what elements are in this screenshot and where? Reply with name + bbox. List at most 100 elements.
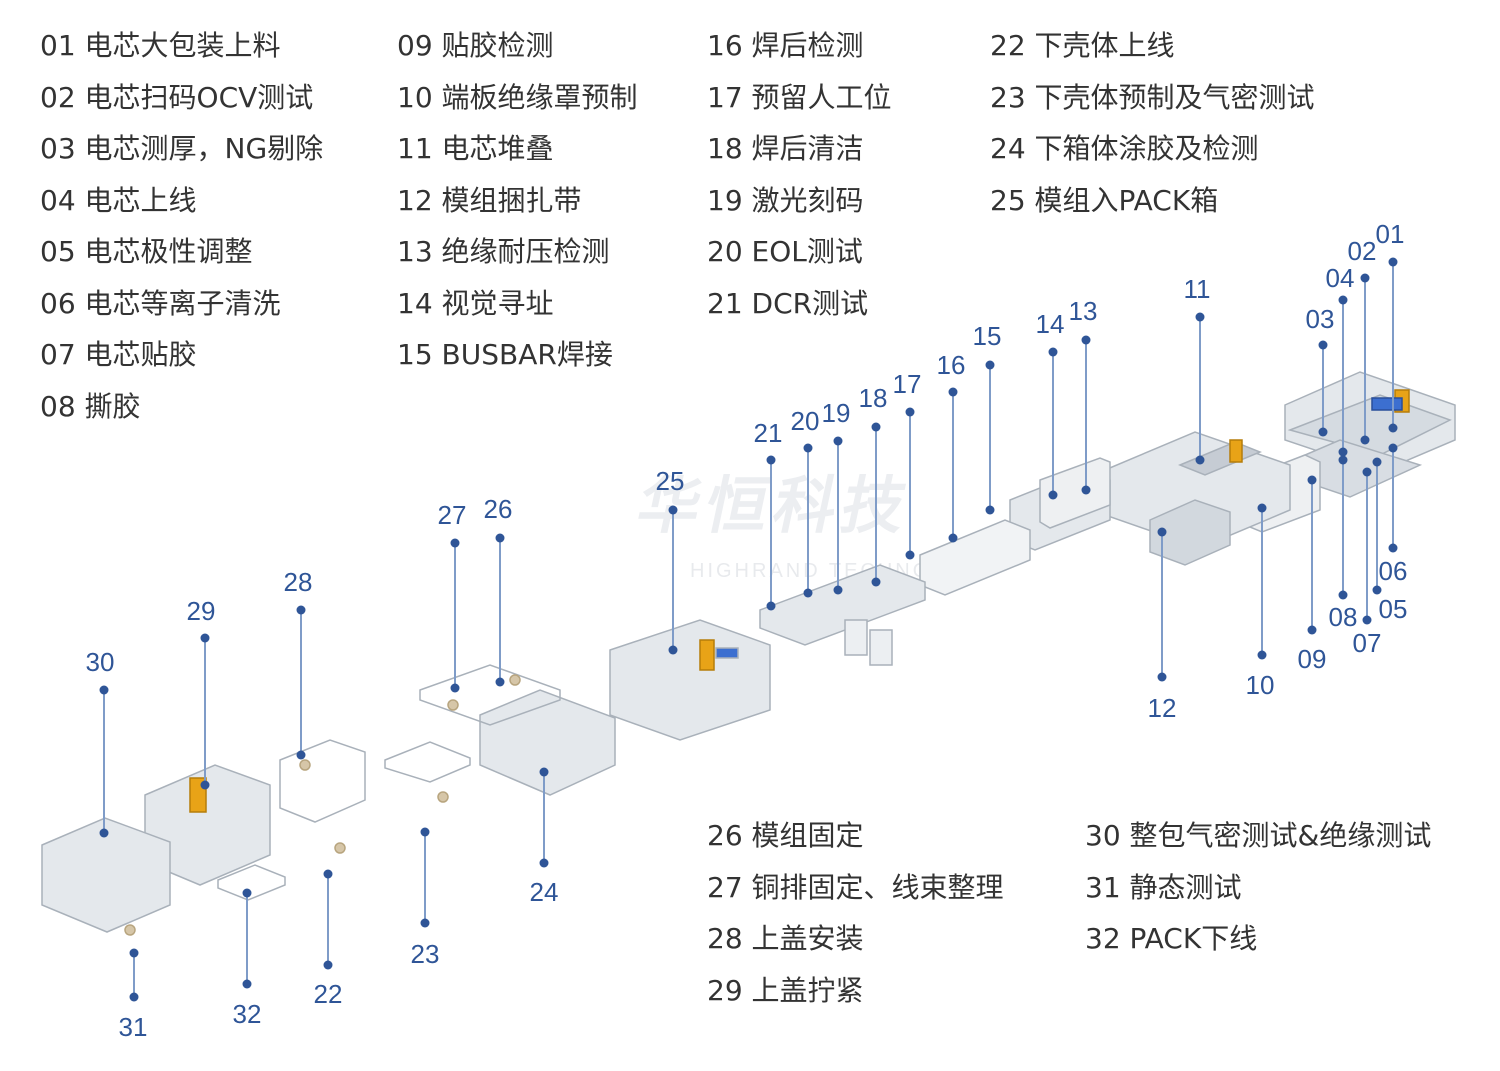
callout-label: 14 — [1036, 309, 1065, 339]
callout-11: 11 — [1184, 274, 1211, 465]
callout-29: 29 — [187, 596, 215, 790]
callout-dot — [1338, 447, 1348, 457]
callout-20: 20 — [791, 406, 820, 598]
busbar-welding-cabinet — [919, 519, 1031, 596]
glue-cell — [479, 689, 616, 796]
callout-dot — [1307, 475, 1317, 485]
callout-dot — [420, 918, 430, 928]
callout-dot — [1195, 455, 1205, 465]
callout-24: 24 — [530, 767, 559, 907]
callout-dot — [242, 979, 252, 989]
callout-dot — [668, 645, 678, 655]
callout-dot — [803, 588, 813, 598]
legend-item-07: 07 电芯贴胶 — [40, 338, 197, 371]
callout-05: 05 — [1372, 457, 1407, 624]
callout-15: 15 — [973, 321, 1001, 515]
robot-pack — [699, 639, 715, 671]
callout-label: 04 — [1326, 263, 1355, 293]
callout-label: 22 — [314, 979, 343, 1009]
callout-dot — [905, 407, 915, 417]
callout-dot — [1372, 457, 1382, 467]
hipot-cabinet — [1039, 457, 1111, 529]
callout-dot — [450, 683, 460, 693]
test-line — [759, 564, 926, 646]
callout-dot — [1081, 485, 1091, 495]
callout-dot — [1048, 490, 1058, 500]
legend-item-11: 11 电芯堆叠 — [397, 132, 554, 165]
legend-item-22: 22 下壳体上线 — [990, 29, 1175, 62]
lower-case-frame — [384, 741, 471, 783]
callout-label: 21 — [754, 418, 783, 448]
callout-dot — [450, 538, 460, 548]
legend-item-12: 12 模组捆扎带 — [397, 184, 582, 217]
callout-dot — [668, 505, 678, 515]
callout-dot — [1338, 295, 1348, 305]
callout-06: 06 — [1379, 443, 1407, 586]
callout-dot — [495, 677, 505, 687]
callout-label: 32 — [233, 999, 262, 1029]
callout-label: 17 — [893, 369, 922, 399]
callout-26: 26 — [484, 494, 513, 687]
callout-label: 07 — [1353, 628, 1382, 658]
callout-dot — [833, 585, 843, 595]
legend-item-30: 30 整包气密测试&绝缘测试 — [1085, 819, 1432, 852]
callout-label: 09 — [1298, 644, 1327, 674]
callout-dot — [1388, 543, 1398, 553]
legend-item-20: 20 EOL测试 — [707, 235, 863, 268]
callout-dot — [871, 422, 881, 432]
callouts: 0102030405060708091011121314151617181920… — [86, 219, 1408, 1042]
legend-item-26: 26 模组固定 — [707, 819, 864, 852]
callout-dot — [495, 533, 505, 543]
legend-item-29: 29 上盖拧紧 — [707, 974, 864, 1007]
callout-dot — [323, 869, 333, 879]
callout-label: 24 — [530, 877, 559, 907]
callout-dot — [803, 443, 813, 453]
callout-dot — [1362, 615, 1372, 625]
callout-04: 04 — [1326, 263, 1355, 457]
legend-item-08: 08 撕胶 — [40, 390, 141, 423]
callout-dot — [323, 960, 333, 970]
callout-dot — [539, 858, 549, 868]
callout-dot — [99, 828, 109, 838]
callout-31: 31 — [119, 948, 147, 1042]
callout-dot — [420, 827, 430, 837]
legend-item-21: 21 DCR测试 — [707, 287, 869, 320]
callout-dot — [200, 633, 210, 643]
legend-item-16: 16 焊后检测 — [707, 29, 864, 62]
callout-dot — [1157, 527, 1167, 537]
callout-10: 10 — [1246, 503, 1274, 700]
callout-09: 09 — [1298, 475, 1327, 674]
callout-dot — [1388, 443, 1398, 453]
callout-label: 26 — [484, 494, 513, 524]
robot-stacking — [1229, 439, 1243, 463]
callout-label: 02 — [1348, 236, 1377, 266]
callout-dot — [948, 387, 958, 397]
legend-item-15: 15 BUSBAR焊接 — [397, 338, 613, 371]
module-into-pack-cell — [609, 619, 771, 741]
callout-dot — [766, 455, 776, 465]
legend-item-06: 06 电芯等离子清洗 — [40, 287, 281, 320]
callout-label: 13 — [1069, 296, 1098, 326]
legend-item-25: 25 模组入PACK箱 — [990, 184, 1219, 217]
legend-item-24: 24 下箱体涂胶及检测 — [990, 132, 1259, 165]
legend-item-03: 03 电芯测厚，NG剔除 — [40, 132, 324, 165]
callout-dot — [766, 601, 776, 611]
callout-dot — [1081, 335, 1091, 345]
callout-dot — [1360, 435, 1370, 445]
callout-label: 19 — [822, 398, 851, 428]
callout-label: 01 — [1376, 219, 1405, 249]
callout-label: 20 — [791, 406, 820, 436]
callout-dot — [948, 533, 958, 543]
callout-dot — [985, 360, 995, 370]
legend-item-19: 19 激光刻码 — [707, 184, 864, 217]
callout-label: 28 — [284, 567, 313, 597]
legend-item-28: 28 上盖安装 — [707, 922, 864, 955]
callout-dot — [129, 992, 139, 1002]
legend-item-18: 18 焊后清洁 — [707, 132, 864, 165]
callout-12: 12 — [1148, 527, 1176, 723]
legend-item-17: 17 预留人工位 — [707, 81, 892, 114]
callout-dot — [1157, 672, 1167, 682]
callout-dot — [539, 767, 549, 777]
legend-item-01: 01 电芯大包装上料 — [40, 29, 281, 62]
